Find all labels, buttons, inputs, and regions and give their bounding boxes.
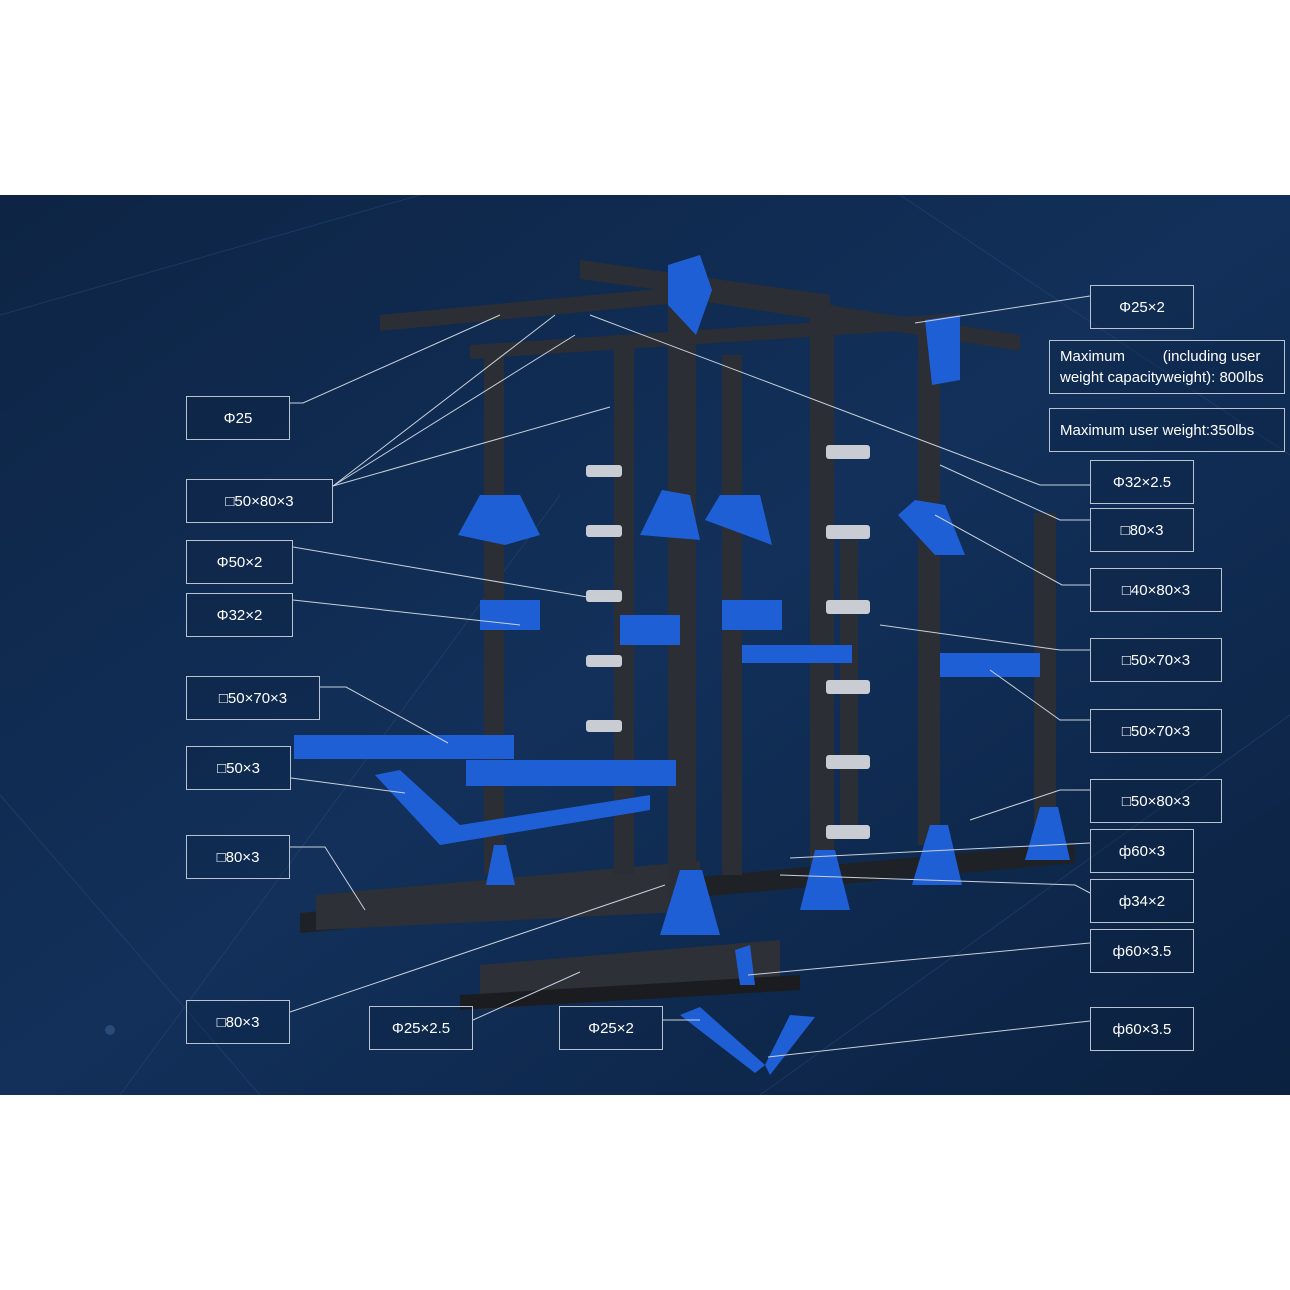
- label-phi32x2-5: Φ32×2.5: [1090, 460, 1194, 504]
- label-max-user-weight: Maximum user weight:350lbs: [1049, 408, 1285, 452]
- label-phi25x2-top: Φ25×2: [1090, 285, 1194, 329]
- weight-pegs: [586, 445, 870, 839]
- label-sq40x80x3: □40×80×3: [1090, 568, 1222, 612]
- diagram-panel: Φ25 □50×80×3 Φ50×2 Φ32×2 □50×70×3 □50×3 …: [0, 195, 1290, 1095]
- label-sq80x3-right: □80×3: [1090, 508, 1194, 552]
- label-max-weight-capacity: Maximum weight capacity (including user …: [1049, 340, 1285, 394]
- label-sq50x80x3-right: □50×80×3: [1090, 779, 1222, 823]
- label-sq80x3-left-b: □80×3: [186, 1000, 290, 1044]
- label-phi25-left: Φ25: [186, 396, 290, 440]
- label-phi25x2-5: Φ25×2.5: [369, 1006, 473, 1050]
- label-phi25x2-bottom: Φ25×2: [559, 1006, 663, 1050]
- label-phi50x2: Φ50×2: [186, 540, 293, 584]
- max-capacity-line2: (including user weight): 800lbs: [1162, 348, 1264, 386]
- blue-accents: [294, 255, 1070, 1075]
- label-phi60x3-5-a: ф60×3.5: [1090, 929, 1194, 973]
- label-phi34x2: ф34×2: [1090, 879, 1194, 923]
- label-sq50x80x3-left: □50×80×3: [186, 479, 333, 523]
- decor-dot: [105, 1025, 115, 1035]
- label-sq50x3: □50×3: [186, 746, 291, 790]
- label-sq50x70x3-right-b: □50×70×3: [1090, 709, 1222, 753]
- label-sq80x3-left-a: □80×3: [186, 835, 290, 879]
- max-capacity-line1: Maximum weight capacity: [1060, 348, 1163, 386]
- leader-lines: [289, 295, 1091, 1058]
- power-rack-illustration: [0, 195, 1290, 1095]
- label-sq50x70x3-left: □50×70×3: [186, 676, 320, 720]
- label-phi60x3: ф60×3: [1090, 829, 1194, 873]
- label-phi32x2: Φ32×2: [186, 593, 293, 637]
- label-phi60x3-5-b: ф60×3.5: [1090, 1007, 1194, 1051]
- label-sq50x70x3-right-a: □50×70×3: [1090, 638, 1222, 682]
